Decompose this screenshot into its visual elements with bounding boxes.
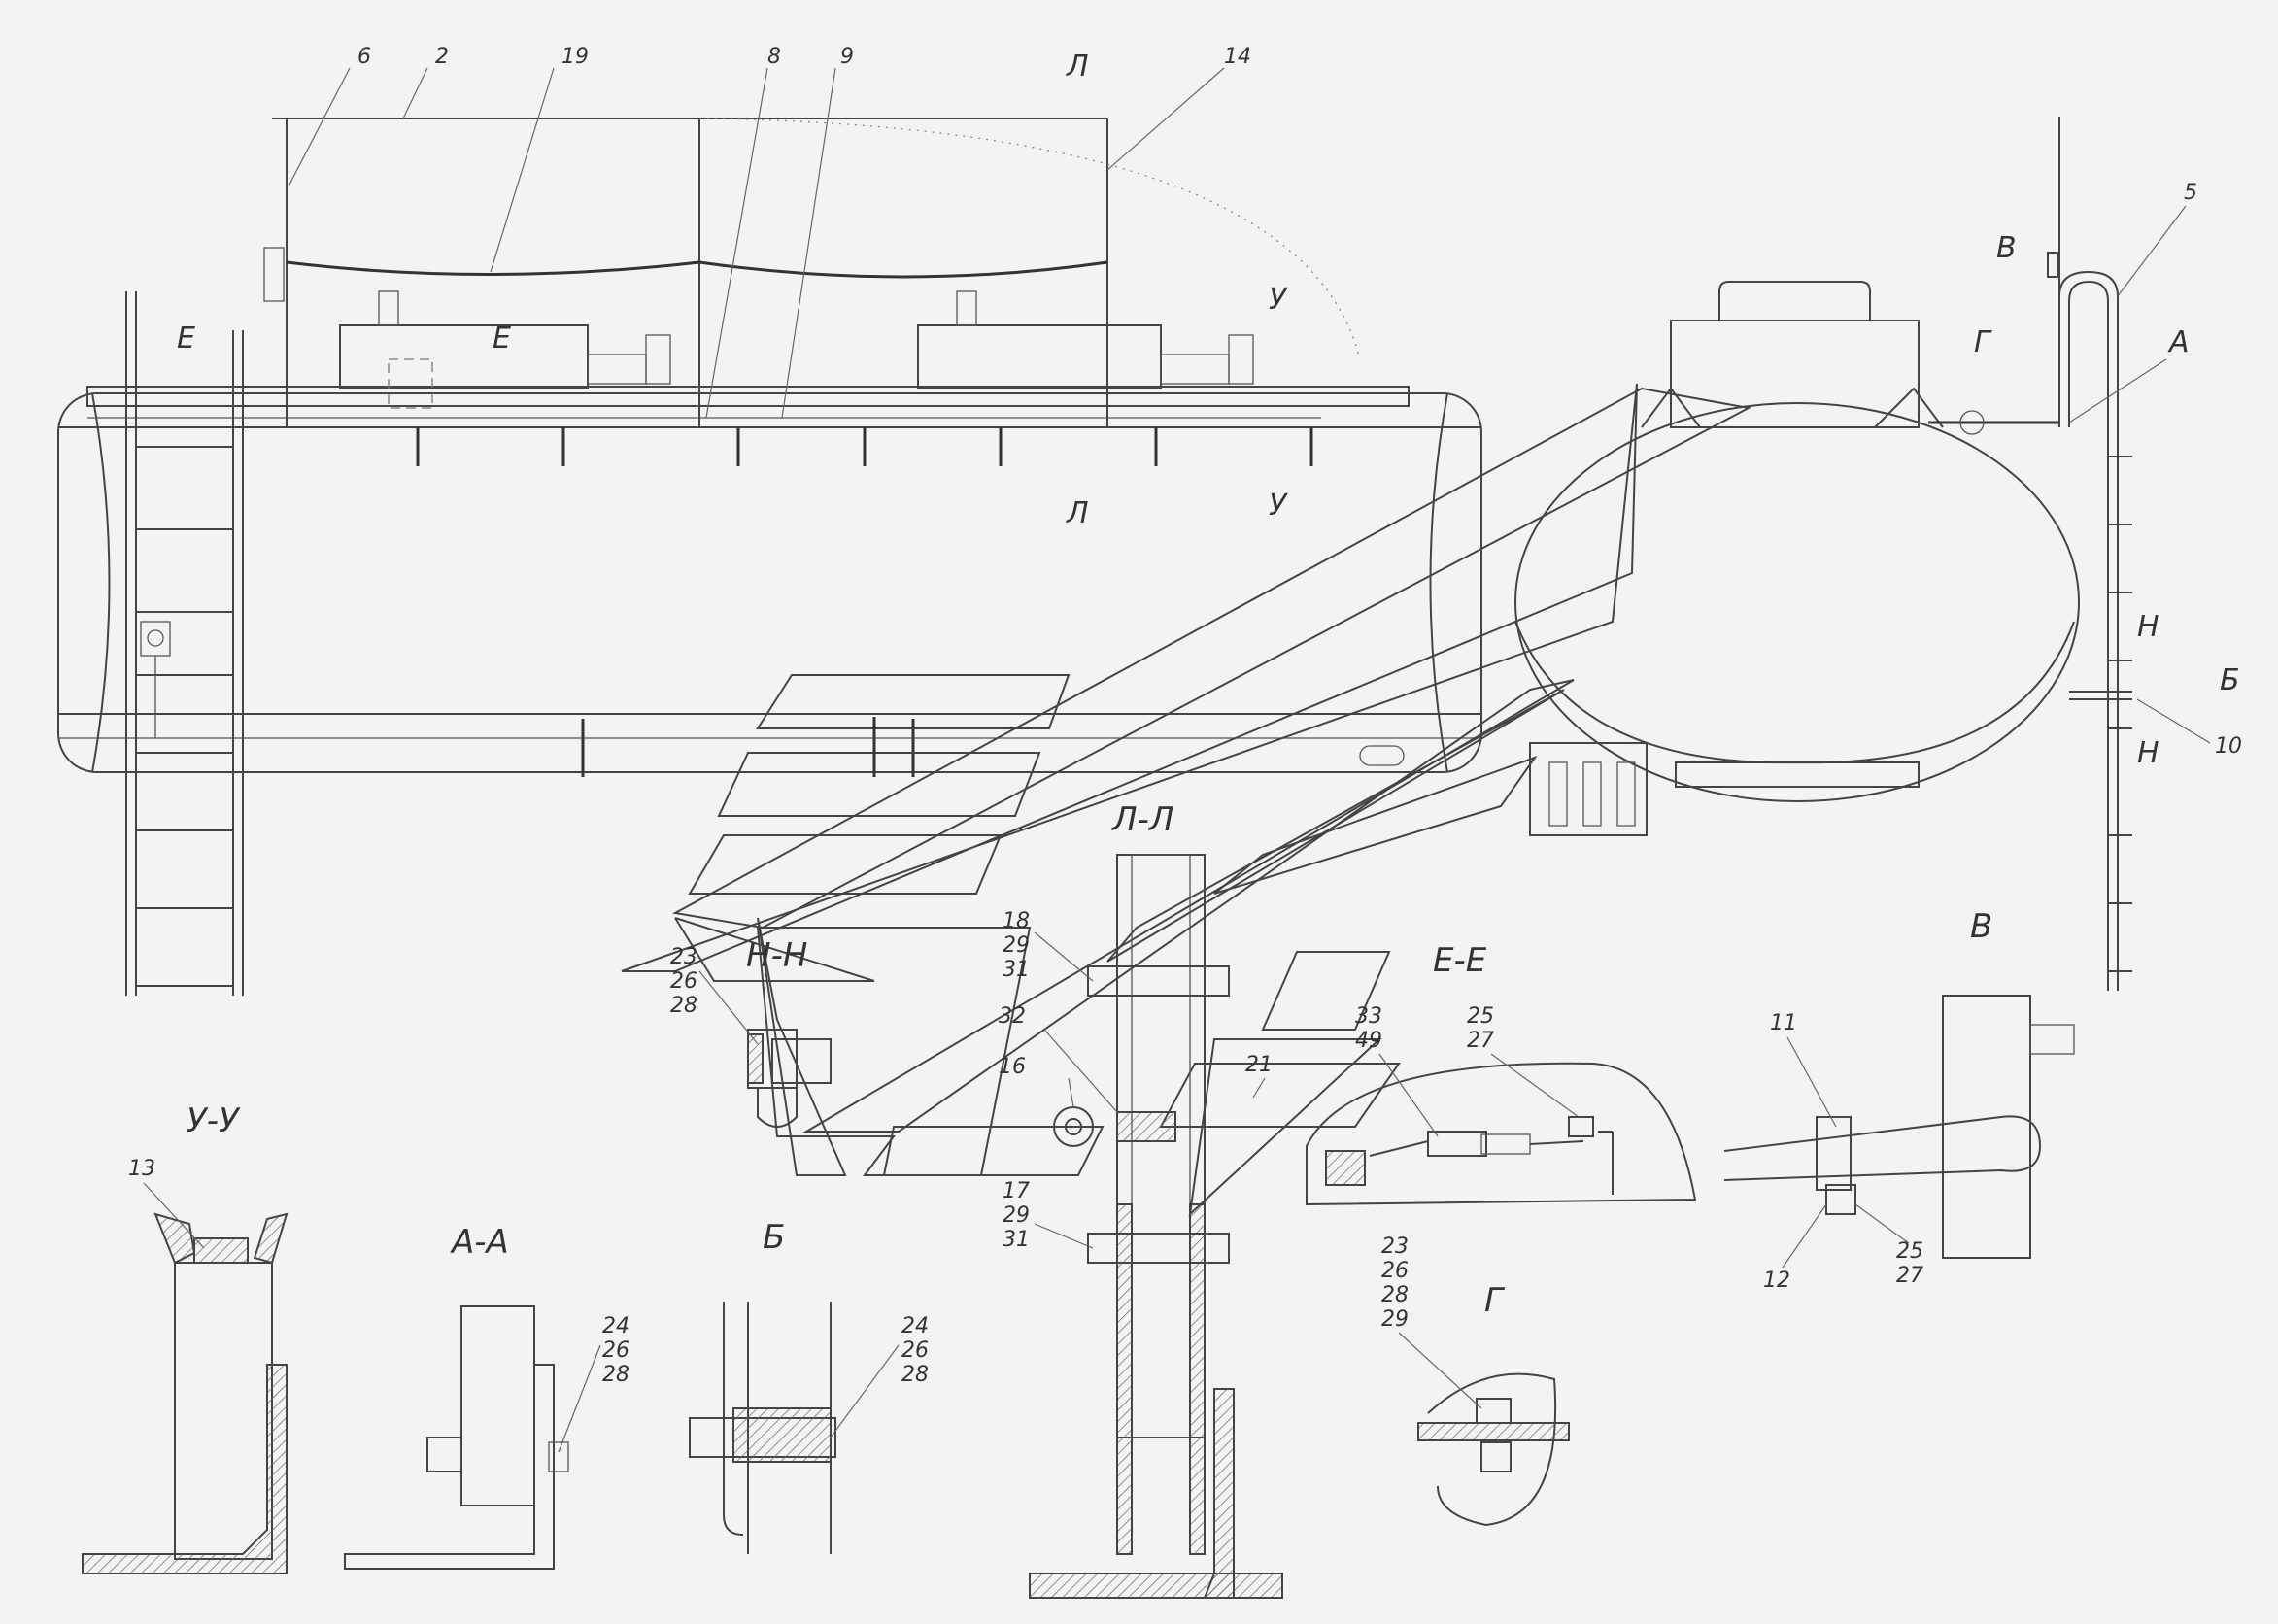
callout-b: Б bbox=[2220, 663, 2240, 697]
callout-27-v: 27 bbox=[1896, 1264, 1923, 1288]
callout-26-b: 26 bbox=[901, 1338, 929, 1363]
callout-23-nn: 23 bbox=[670, 945, 697, 969]
callout-25-ee: 25 bbox=[1467, 1004, 1494, 1029]
callout-29-bottom: 29 bbox=[1003, 1203, 1030, 1228]
callout-26-g: 26 bbox=[1381, 1259, 1409, 1283]
section-n-n bbox=[747, 1029, 832, 1128]
callout-16: 16 bbox=[999, 1055, 1026, 1079]
callout-25-v: 25 bbox=[1896, 1239, 1923, 1264]
leader-lines bbox=[143, 67, 2211, 1453]
callout-33: 33 bbox=[1355, 1004, 1382, 1029]
section-title-e-e: Е-Е bbox=[1433, 941, 1487, 980]
callout-g: Г bbox=[1974, 325, 1992, 359]
callout-26-nn: 26 bbox=[670, 969, 697, 994]
callout-19: 19 bbox=[561, 45, 589, 69]
section-titles: Л-Л Н-Н Е-Е В У-У А-А Б Г bbox=[187, 800, 1992, 1320]
callout-8: 8 bbox=[767, 45, 781, 69]
callout-31-bottom: 31 bbox=[1003, 1228, 1030, 1252]
callout-24-aa: 24 bbox=[602, 1314, 629, 1338]
section-title-u-u: У-У bbox=[187, 1101, 241, 1140]
callout-2: 2 bbox=[435, 45, 449, 69]
section-title-n-n: Н-Н bbox=[746, 936, 807, 975]
handrail bbox=[263, 118, 1361, 427]
section-title-g: Г bbox=[1484, 1281, 1506, 1320]
callout-29-g: 29 bbox=[1381, 1307, 1409, 1332]
callout-12: 12 bbox=[1763, 1269, 1790, 1293]
callout-28-aa: 28 bbox=[602, 1363, 629, 1387]
section-a-a bbox=[344, 1305, 569, 1570]
tank-end-view bbox=[1514, 117, 2132, 991]
callout-28-nn: 28 bbox=[670, 994, 697, 1018]
callout-9: 9 bbox=[840, 45, 854, 69]
section-u-u bbox=[82, 1212, 289, 1574]
walkway-brackets bbox=[416, 427, 1313, 777]
callout-18-top: 18 bbox=[1003, 909, 1030, 933]
callout-l-top: Л bbox=[1066, 50, 1089, 84]
detail-callouts bbox=[621, 383, 1752, 1217]
callout-5: 5 bbox=[2184, 181, 2197, 205]
callout-a: А bbox=[2167, 325, 2190, 359]
tank-side-view bbox=[57, 118, 1482, 996]
callout-24-b: 24 bbox=[901, 1314, 929, 1338]
callout-10: 10 bbox=[2215, 734, 2242, 759]
section-title-l-l: Л-Л bbox=[1110, 800, 1173, 839]
section-title-v: В bbox=[1970, 907, 1992, 946]
callout-31-top: 31 bbox=[1003, 958, 1030, 982]
callout-28-b: 28 bbox=[901, 1363, 929, 1387]
section-l-l bbox=[1029, 854, 1283, 1599]
callout-29-top: 29 bbox=[1003, 933, 1030, 958]
callout-27-ee: 27 bbox=[1467, 1029, 1494, 1053]
callout-6: 6 bbox=[357, 45, 371, 69]
callout-u-bottom: У bbox=[1269, 489, 1288, 523]
callout-17: 17 bbox=[1003, 1179, 1030, 1203]
callout-13: 13 bbox=[128, 1157, 155, 1181]
callout-23-g: 23 bbox=[1381, 1235, 1409, 1259]
ladder-left bbox=[125, 291, 244, 996]
callout-26-aa: 26 bbox=[602, 1338, 629, 1363]
callout-21: 21 bbox=[1245, 1053, 1273, 1077]
section-title-b: Б bbox=[763, 1218, 785, 1257]
view-g bbox=[1417, 1372, 1570, 1527]
view-v bbox=[1723, 995, 2075, 1259]
callout-n-bottom: Н bbox=[2137, 736, 2159, 770]
callout-v: В bbox=[1996, 231, 2017, 265]
callout-e-right: Е bbox=[493, 321, 511, 355]
callout-14: 14 bbox=[1224, 45, 1251, 69]
callout-labels: 6 2 19 8 9 14 5 А Г В Н Н Б 10 Е Е Л Л У… bbox=[128, 45, 2242, 1387]
section-title-a-a: А-А bbox=[450, 1223, 509, 1262]
view-b bbox=[689, 1302, 836, 1554]
callout-l-bottom: Л bbox=[1066, 496, 1089, 530]
callout-e-left: Е bbox=[177, 321, 195, 355]
callout-u-top: У bbox=[1269, 283, 1288, 317]
callout-11: 11 bbox=[1770, 1011, 1797, 1035]
callout-32: 32 bbox=[999, 1004, 1026, 1029]
callout-n-top: Н bbox=[2137, 610, 2159, 644]
ladder-right bbox=[1928, 117, 2132, 991]
callout-49: 49 bbox=[1355, 1029, 1382, 1053]
section-e-e bbox=[1306, 1062, 1697, 1206]
callout-28-g: 28 bbox=[1381, 1283, 1409, 1307]
